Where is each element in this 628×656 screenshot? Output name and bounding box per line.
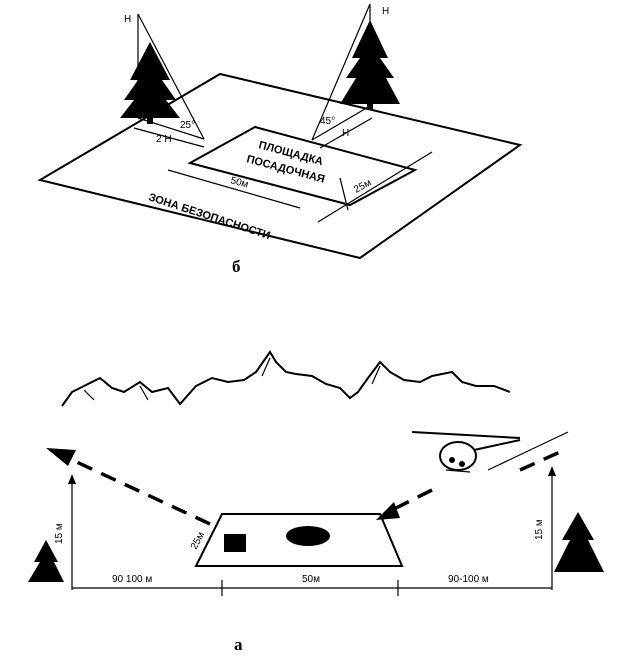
- pad-length-label: 50м: [229, 175, 249, 190]
- departure-path-left: [67, 456, 211, 526]
- tree-left-top: [120, 42, 180, 124]
- caption-bottom: а: [234, 635, 243, 654]
- helicopter: [411, 431, 521, 473]
- angle-label-right: 45°: [320, 116, 335, 127]
- approach-path-right: [391, 488, 433, 512]
- pad-length-label-bottom: 50м: [302, 574, 320, 585]
- tree-left-bottom: [28, 540, 64, 582]
- landing-pad-outline: [187, 125, 418, 207]
- height-label-left: Н: [124, 14, 131, 25]
- pad-marker: [224, 534, 246, 552]
- bottom-diagram: 25м 15 м 15 м 90 100 м 50м 90-100 м а: [28, 350, 604, 654]
- tree-right-bottom: [554, 512, 604, 572]
- height-label-right: Н: [382, 6, 389, 17]
- tree-height-label-left: 15 м: [54, 523, 65, 544]
- caption-top: б: [232, 257, 241, 276]
- mountain-ridge: [61, 350, 511, 407]
- landing-circle: [286, 526, 330, 546]
- approach-left-label: 90 100 м: [112, 574, 152, 585]
- distance-label-left: 2 Н: [156, 134, 172, 145]
- tree-height-label-right: 15 м: [534, 519, 545, 540]
- distance-label-right: Н: [342, 128, 349, 139]
- angle-label-left: 25°: [180, 120, 195, 131]
- approach-right-label: 90-100 м: [448, 574, 489, 585]
- zone-width-label: 25м: [352, 177, 373, 195]
- safety-zone-label: ЗОНА БЕЗОПАСНОСТИ: [147, 191, 272, 242]
- top-diagram: Н 25° 2 Н Н 45° Н ПЛОЩАДКА ПОСАДОЧНАЯ 50…: [37, 3, 523, 276]
